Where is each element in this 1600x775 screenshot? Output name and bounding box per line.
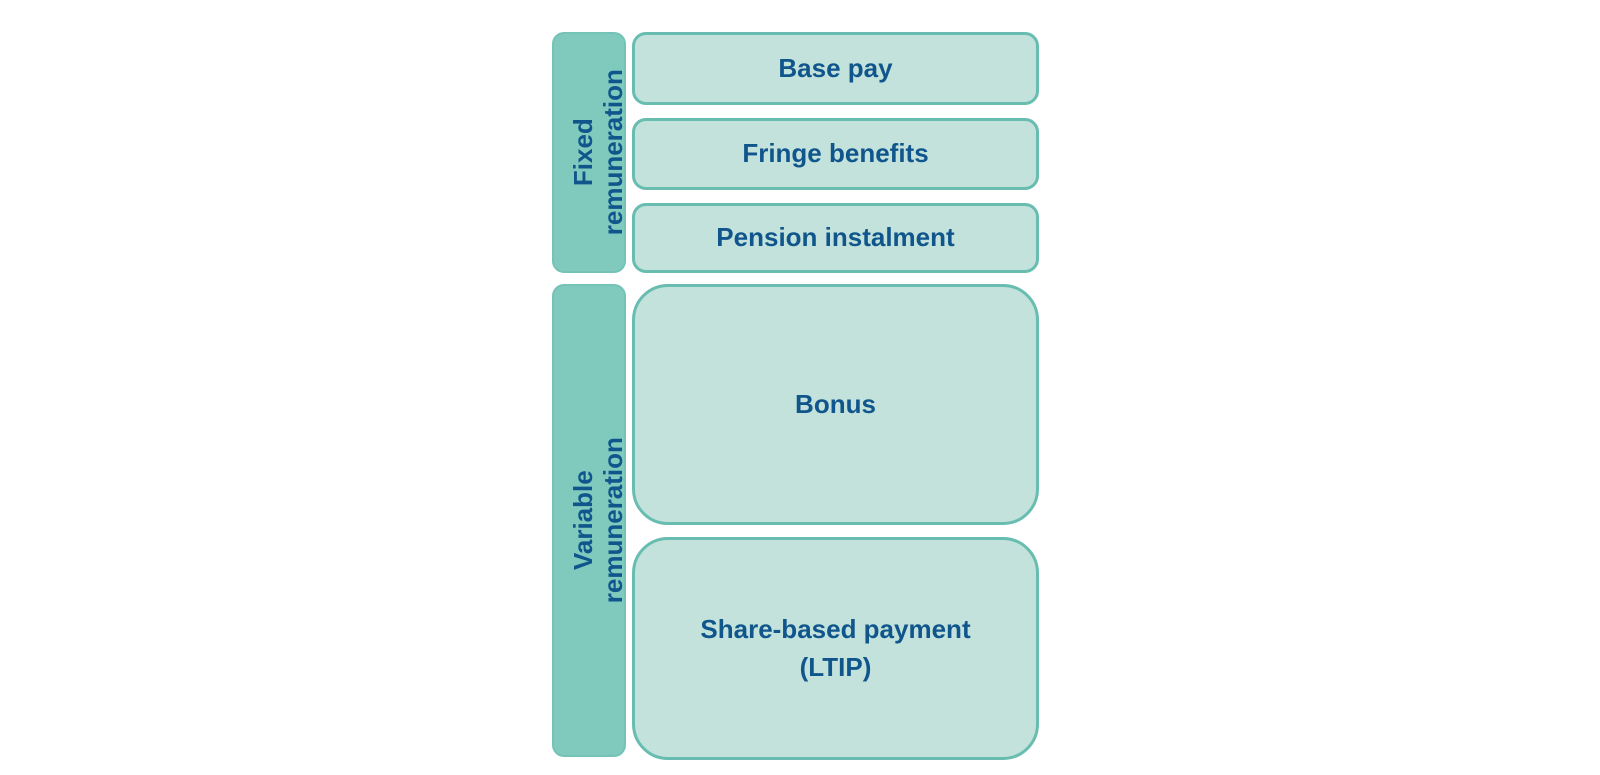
fixed-remuneration-bar: Fixed remuneration [552, 32, 628, 273]
variable-remuneration-bar: Variable remuneration [552, 284, 628, 757]
share-based-payment-label: Share-based payment (LTIP) [700, 613, 971, 682]
share-based-payment-box: Share-based payment (LTIP) [632, 537, 1039, 760]
pension-instalment-label: Pension instalment [716, 222, 955, 253]
fringe-benefits-label: Fringe benefits [742, 138, 929, 169]
fixed-remuneration-label: Fixed remuneration [567, 69, 628, 236]
base-pay-label: Base pay [778, 52, 893, 83]
bonus-label: Bonus [795, 388, 876, 419]
variable-remuneration-label: Variable remuneration [567, 437, 629, 604]
fringe-benefits-box: Fringe benefits [632, 118, 1039, 190]
diagram-canvas: Fixed remuneration Base pay Fringe benef… [552, 32, 1039, 760]
fixed-remuneration-label-wrap: Fixed remuneration [554, 34, 628, 271]
base-pay-box: Base pay [632, 32, 1039, 105]
bonus-box: Bonus [632, 284, 1039, 525]
variable-remuneration-label-wrap: Variable remuneration [554, 286, 628, 755]
pension-instalment-box: Pension instalment [632, 203, 1039, 273]
